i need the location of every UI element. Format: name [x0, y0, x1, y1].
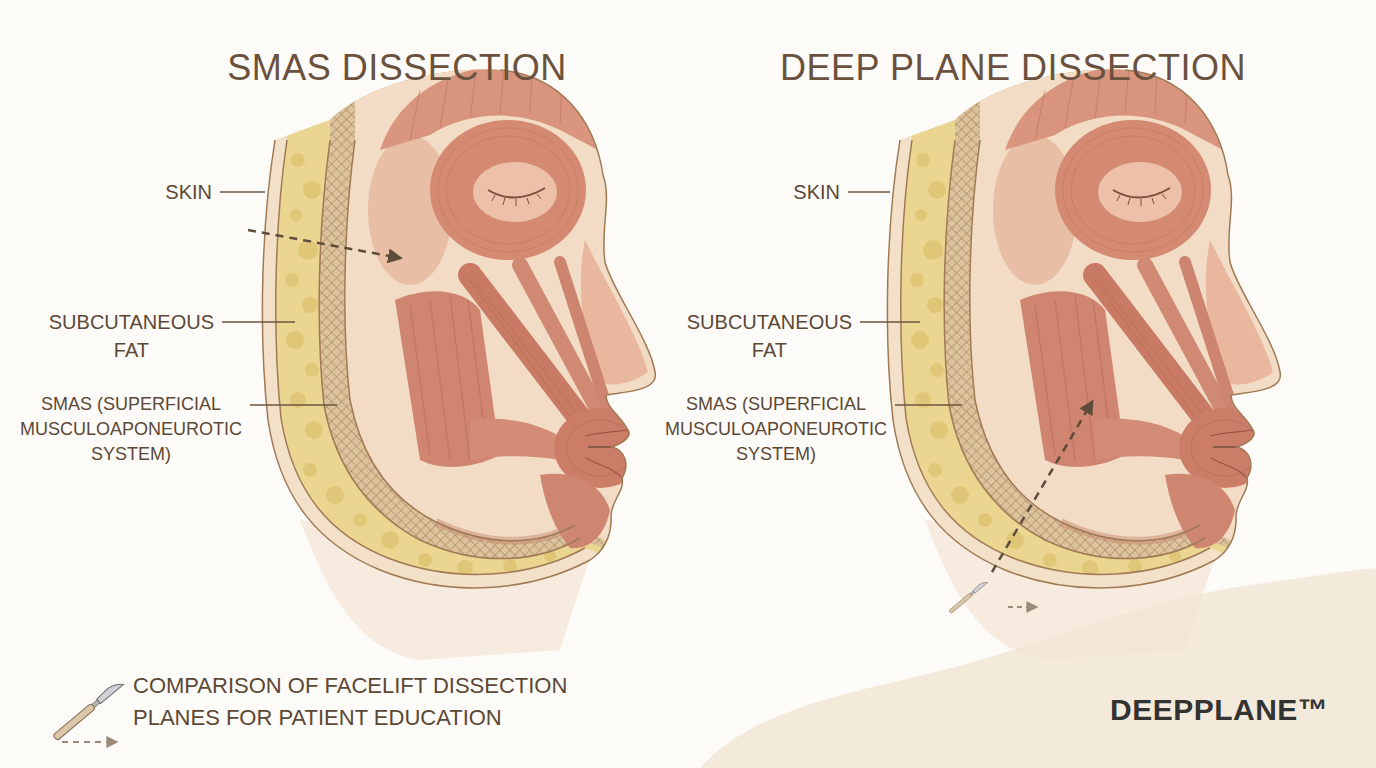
figure-caption: COMPARISON OF FACELIFT DISSECTION PLANES… — [133, 670, 603, 734]
dissection-arrow — [248, 230, 400, 258]
leader-lines — [220, 192, 962, 405]
layer-label: SUBCUTANEOUS FAT — [49, 308, 214, 364]
layer-label: SKIN — [165, 180, 212, 204]
dissection-arrow — [992, 402, 1092, 572]
layer-label: SMAS (SUPERFICIAL MUSCULOAPONEUROTIC SYS… — [20, 392, 242, 467]
scalpel-icon — [949, 580, 988, 614]
direction-arrow — [1008, 606, 1036, 608]
panel-heading: SMAS DISSECTION — [227, 46, 567, 90]
face-illustration — [240, 40, 720, 660]
face-illustration — [865, 40, 1345, 660]
layer-label: SMAS (SUPERFICIAL MUSCULOAPONEUROTIC SYS… — [665, 392, 887, 467]
scalpel-icon — [52, 679, 123, 741]
panel-heading: DEEP PLANE DISSECTION — [780, 46, 1246, 90]
direction-arrow — [62, 741, 116, 743]
layer-label: SKIN — [793, 180, 840, 204]
watermark: DEEPPLANE™ — [1110, 690, 1328, 730]
layer-label: SUBCUTANEOUS FAT — [687, 308, 852, 364]
